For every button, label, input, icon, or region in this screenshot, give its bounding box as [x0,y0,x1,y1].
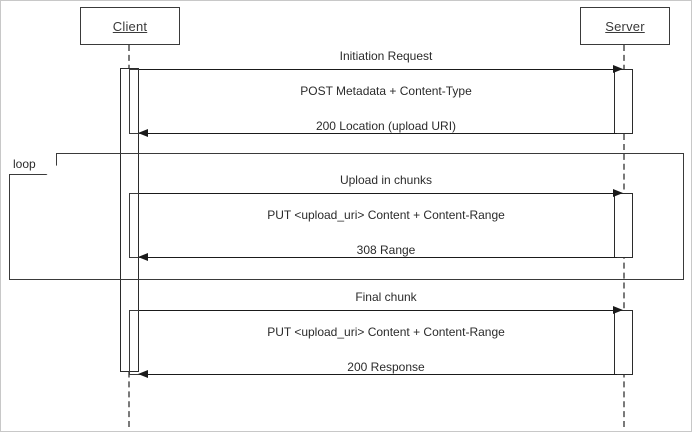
message-label-post-metadata: POST Metadata + Content-Type [296,84,476,98]
message-label-308-range: 308 Range [352,243,420,257]
caption-upload-in-chunks: Upload in chunks [339,173,433,187]
message-label-put-chunk: PUT <upload_uri> Content + Content-Range [263,208,509,222]
activation-bar-server-final-chunk [614,310,633,375]
activation-bar-server-upload-chunks [614,193,633,258]
message-arrow-post-metadata [139,69,617,70]
message-arrow-200-location [144,133,617,134]
arrowhead-put-chunk [613,188,623,197]
combined-fragment-loop [9,153,684,280]
activation-bar-server-initiation [614,69,633,134]
arrowhead-200-response [138,369,148,378]
arrowhead-put-final-chunk [613,305,623,314]
message-label-200-response: 200 Response [343,360,429,374]
combined-fragment-loop-label: loop [13,156,36,171]
message-arrow-put-chunk [139,193,617,194]
message-label-200-location: 200 Location (upload URI) [311,119,461,133]
arrowhead-post-metadata [613,64,623,73]
combined-fragment-loop-tab: loop [9,153,57,175]
message-label-put-final-chunk: PUT <upload_uri> Content + Content-Range [263,325,509,339]
participant-server-label: Server [605,18,645,34]
arrowhead-200-location [138,128,148,137]
participant-server[interactable]: Server [580,7,670,45]
participant-client[interactable]: Client [80,7,180,45]
message-arrow-308-range [144,257,617,258]
message-arrow-put-final-chunk [139,310,617,311]
arrowhead-308-range [138,252,148,261]
message-arrow-200-response [144,374,617,375]
caption-initiation-request: Initiation Request [339,49,433,63]
caption-final-chunk: Final chunk [355,290,417,304]
participant-client-label: Client [112,18,148,34]
